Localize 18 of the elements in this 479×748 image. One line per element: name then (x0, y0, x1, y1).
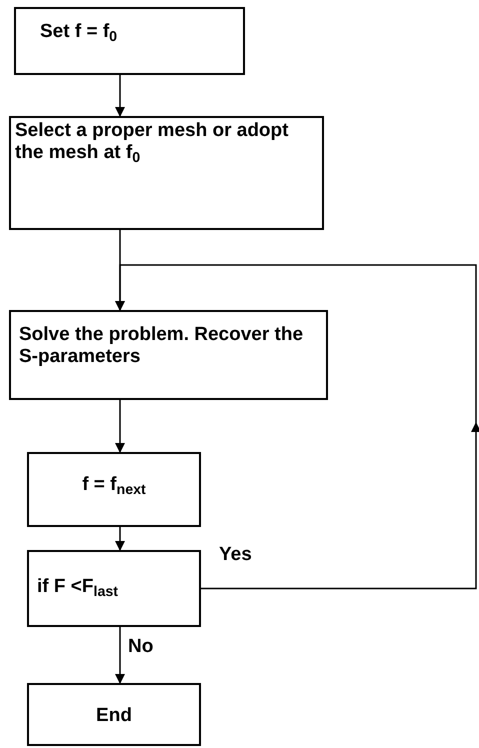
arrow (115, 527, 125, 551)
process-box (27, 550, 201, 627)
box-text: End (95, 705, 133, 727)
box-text: Select a proper mesh or adopt the mesh at f$_{0}$ (15, 120, 290, 164)
box-text: Solve the problem. Recover the S-parameters (19, 324, 304, 368)
process-box (27, 452, 201, 527)
box-text: f = f$_{next}$ (81, 474, 147, 496)
arrow (115, 627, 125, 684)
process-box (9, 116, 324, 230)
arrow (115, 400, 125, 453)
process-box (27, 683, 201, 746)
arrow (115, 264, 477, 590)
box-text: if F <F$_{last}$ (37, 576, 120, 598)
process-box (14, 7, 245, 75)
process-box (9, 310, 328, 400)
arrow (115, 75, 125, 117)
box-text: Set f = f$_{0}$ (40, 21, 118, 43)
edge-label: Yes (217, 544, 254, 564)
